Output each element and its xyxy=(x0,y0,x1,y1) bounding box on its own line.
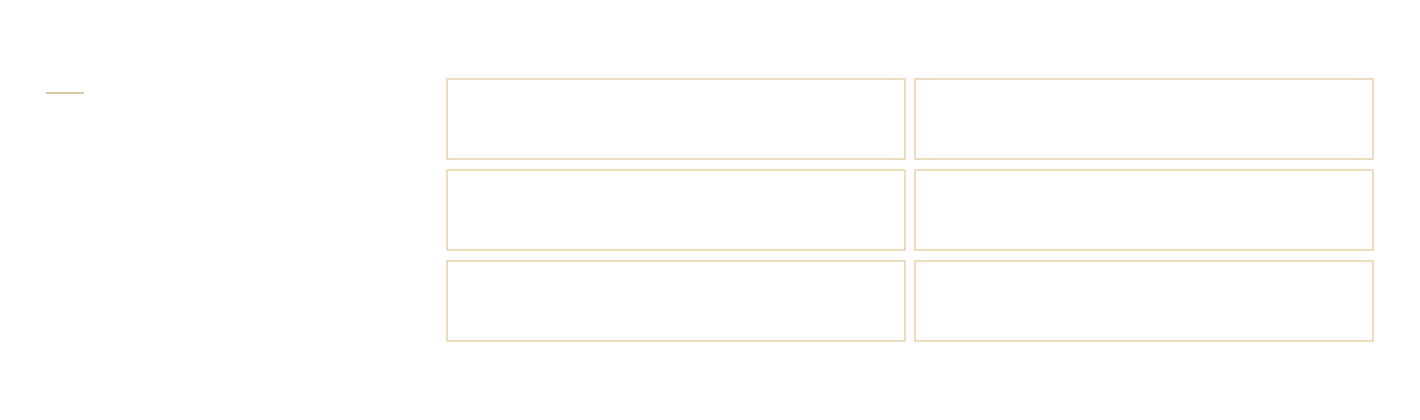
card-5 xyxy=(446,260,906,342)
cards-grid xyxy=(446,78,1374,342)
card-1 xyxy=(446,78,906,160)
card-4 xyxy=(914,169,1374,251)
card-2 xyxy=(914,78,1374,160)
card-3 xyxy=(446,169,906,251)
accent-line xyxy=(46,92,84,94)
card-6 xyxy=(914,260,1374,342)
